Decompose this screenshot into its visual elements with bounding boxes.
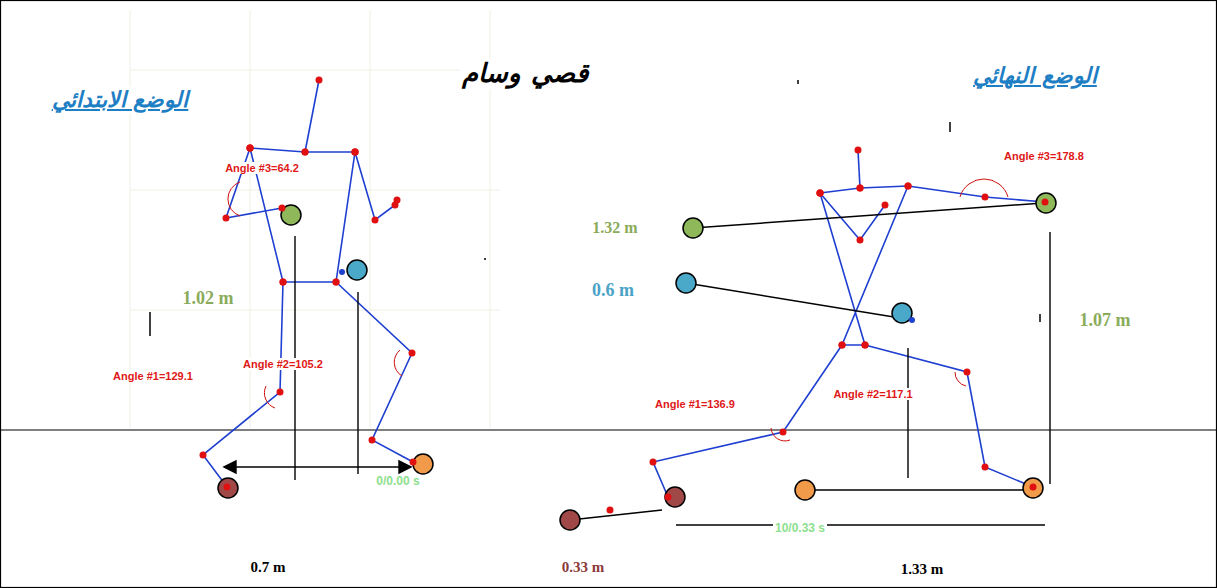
joint-dot [817,190,824,197]
angle-value: Angle #2=117.1 [831,388,914,401]
joint-dot [302,149,309,156]
joint-dot [780,429,787,436]
joint-dot [352,149,359,156]
joint-dot [277,389,284,396]
joint-dot [857,185,864,192]
joint-dot [247,145,254,152]
joint-dot [200,452,207,459]
joint-dot [302,149,309,156]
height-value: 1.02 m [181,288,236,309]
angle-value: Angle #3=178.8 [1002,150,1086,163]
joint-dot [839,342,846,349]
joint-dot [882,202,889,209]
grid [130,10,500,428]
joint-dot [905,183,912,190]
joint-dot [857,237,864,244]
time-value: 10/0.33 s [773,522,827,536]
joint-dots [200,77,1049,514]
angle-value: Angle #3=64.2 [223,162,301,175]
joint-dot [316,77,323,84]
joint-dot [247,145,254,152]
time-value: 0/0.00 s [374,475,421,489]
title: قصي وسام [460,59,589,89]
joint-dot [862,342,869,349]
joint-dot [247,145,254,152]
height-value: 1.07 m [1078,310,1133,331]
position-heading: الوضع النهائي [971,63,1099,88]
height-value: 0.6 m [590,280,636,301]
joint-dot [333,279,340,286]
joint-dot [279,205,286,212]
joint-dot [650,459,657,466]
angle-arcs [228,179,1008,441]
joint-dot [982,464,989,471]
joint-dot [817,190,824,197]
joint-dot [352,149,359,156]
joint-dot [839,342,846,349]
joint-dot [855,147,862,154]
angle-value: Angle #2=105.2 [241,358,325,371]
markers [218,193,1056,530]
distance-value: 1.33 m [899,561,946,578]
measure-lines [224,203,1050,525]
joint-dot [333,279,340,286]
joint-dot [905,183,912,190]
position-heading: الوضع الابتدائي [50,87,191,112]
joint-dot [1030,484,1037,491]
joint-dot [223,215,230,222]
joint-dot [224,484,231,491]
joint-dot [982,194,989,201]
joint-dot [369,437,376,444]
joint-dot [1042,199,1049,206]
joint-dot [665,494,672,501]
angle-value: Angle #1=136.9 [653,398,737,411]
angle-value: Angle #1=129.1 [111,370,195,383]
joint-dot [410,459,417,466]
joint-dot [352,149,359,156]
joint-dot [817,190,824,197]
joint-dot [280,279,287,286]
distance-value: 0.7 m [249,559,288,576]
distance-value: 0.33 m [560,559,607,576]
joint-dot [392,202,399,209]
marks [150,80,1040,336]
ground-line [0,429,1217,430]
joint-dot [372,217,379,224]
height-value: 1.32 m [590,219,639,237]
joint-dot [964,369,971,376]
joint-dot [280,279,287,286]
joint-dot [409,350,416,357]
skeleton [203,80,1045,497]
joint-dot [862,342,869,349]
joint-dot [857,185,864,192]
